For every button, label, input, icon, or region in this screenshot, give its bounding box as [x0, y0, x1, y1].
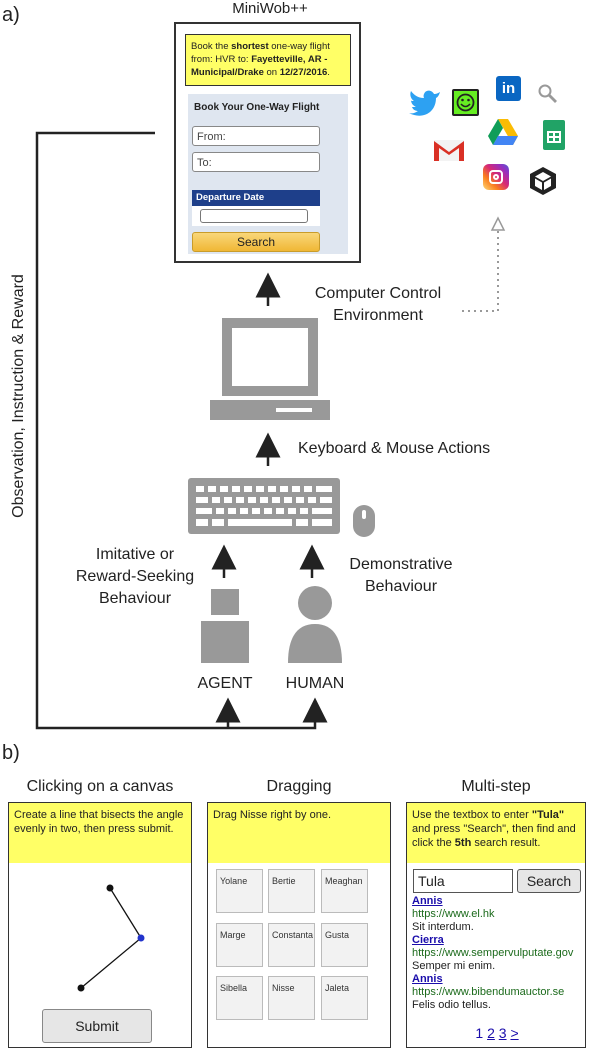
- result-snippet: Sit interdum.: [412, 921, 474, 933]
- pagination: 1 2 3 >: [457, 1025, 537, 1041]
- result-snippet: Semper mi enim.: [412, 960, 496, 972]
- gmail-icon: [434, 140, 464, 161]
- page-link[interactable]: 1: [475, 1025, 484, 1041]
- instagram-icon: [483, 164, 509, 190]
- side-label-wrap: Observation, Instruction & Reward: [0, 230, 37, 560]
- demonstrative-behaviour-label: Demonstrative Behaviour: [349, 556, 453, 595]
- drag-tile[interactable]: Yolane: [216, 869, 263, 913]
- search-results: Annis https://www.el.hk Sit interdum. Ci…: [412, 895, 584, 1012]
- departure-date-input[interactable]: [200, 209, 308, 223]
- departure-date-wrap: [192, 206, 320, 226]
- dragging-task-panel: Drag Nisse right by one. Yolane Bertie M…: [207, 802, 391, 1048]
- computer-env-label: Computer Control Environment: [314, 285, 442, 324]
- dragging-instruction: Drag Nisse right by one.: [208, 803, 390, 863]
- sheets-icon: [543, 120, 565, 150]
- section-b-label: b): [2, 742, 20, 764]
- result-snippet: Felis odio tellus.: [412, 999, 491, 1011]
- canvas-task-panel: Create a line that bisects the angle eve…: [8, 802, 192, 1048]
- search-result: Annis https://www.el.hk Sit interdum.: [412, 895, 584, 934]
- drag-tile[interactable]: Bertie: [268, 869, 315, 913]
- computer-icon: [210, 318, 330, 420]
- search-icon: [538, 84, 557, 103]
- linkedin-icon: in: [496, 76, 521, 101]
- drag-tile[interactable]: Sibella: [216, 976, 263, 1020]
- drawing-canvas[interactable]: [9, 863, 191, 1003]
- drag-tile[interactable]: Meaghan: [321, 869, 368, 913]
- flight-task-instruction: Book the shortest one-way flight from: H…: [185, 34, 351, 86]
- smiley-icon: [452, 89, 479, 116]
- submit-button[interactable]: Submit: [42, 1009, 152, 1043]
- unity-icon: [530, 167, 556, 195]
- canvas-point: [106, 884, 114, 892]
- canvas-vertex: [137, 934, 145, 942]
- search-result: Annis https://www.bibendumauctor.se Feli…: [412, 973, 584, 1012]
- agent-label: AGENT: [197, 675, 253, 692]
- dragging-title: Dragging: [266, 778, 332, 795]
- agent-icon: [201, 589, 249, 663]
- twitter-icon: [409, 90, 440, 116]
- multistep-task-panel: Use the textbox to enter "Tula" and pres…: [406, 802, 586, 1048]
- section-a-label: a): [2, 4, 20, 26]
- result-link[interactable]: Annis: [412, 895, 443, 907]
- result-url: https://www.sempervulputate.gov: [412, 947, 574, 959]
- multistep-search-button[interactable]: Search: [517, 869, 581, 893]
- from-field[interactable]: From:: [192, 126, 320, 146]
- flight-search-button[interactable]: Search: [192, 232, 320, 252]
- miniwob-title: MiniWob++: [232, 0, 308, 17]
- drag-tile[interactable]: Gusta: [321, 923, 368, 967]
- page-link-next[interactable]: >: [510, 1025, 519, 1041]
- app-icons: in: [400, 72, 580, 202]
- drag-tile[interactable]: Jaleta: [321, 976, 368, 1020]
- canvas-instruction: Create a line that bisects the angle eve…: [9, 803, 191, 863]
- keyboard-icon: [188, 478, 340, 534]
- keyboard-mouse-label: Keyboard & Mouse Actions: [298, 440, 491, 457]
- human-icon: [288, 586, 342, 663]
- result-url: https://www.el.hk: [412, 908, 495, 920]
- result-link[interactable]: Cierra: [412, 934, 444, 946]
- drag-tile[interactable]: Constanta: [268, 923, 315, 967]
- mouse-icon: [353, 505, 375, 537]
- search-result: Cierra https://www.sempervulputate.gov S…: [412, 934, 584, 973]
- result-url: https://www.bibendumauctor.se: [412, 986, 565, 998]
- departure-date-header: Departure Date: [192, 190, 320, 206]
- multistep-instruction: Use the textbox to enter "Tula" and pres…: [407, 803, 585, 863]
- page-link[interactable]: 3: [498, 1025, 507, 1041]
- drag-tile[interactable]: Nisse: [268, 976, 315, 1020]
- to-field[interactable]: To:: [192, 152, 320, 172]
- human-label: HUMAN: [285, 675, 345, 692]
- multistep-search-input[interactable]: Tula: [413, 869, 513, 893]
- canvas-title: Clicking on a canvas: [26, 778, 174, 795]
- flight-form: Book Your One-Way Flight From: To: Depar…: [188, 94, 348, 254]
- feedback-loop-lines: [35, 131, 506, 730]
- imitative-behaviour-label: Imitative or Reward-Seeking Behaviour: [75, 546, 195, 607]
- drag-tile[interactable]: Marge: [216, 923, 263, 967]
- page-link[interactable]: 2: [487, 1025, 495, 1041]
- result-link[interactable]: Annis: [412, 973, 443, 985]
- canvas-point: [77, 984, 85, 992]
- side-label: Observation, Instruction & Reward: [10, 274, 27, 518]
- miniwob-frame: Book the shortest one-way flight from: H…: [174, 22, 361, 263]
- drive-icon: [488, 119, 518, 145]
- form-title: Book Your One-Way Flight: [194, 102, 320, 113]
- multistep-title: Multi-step: [461, 778, 531, 795]
